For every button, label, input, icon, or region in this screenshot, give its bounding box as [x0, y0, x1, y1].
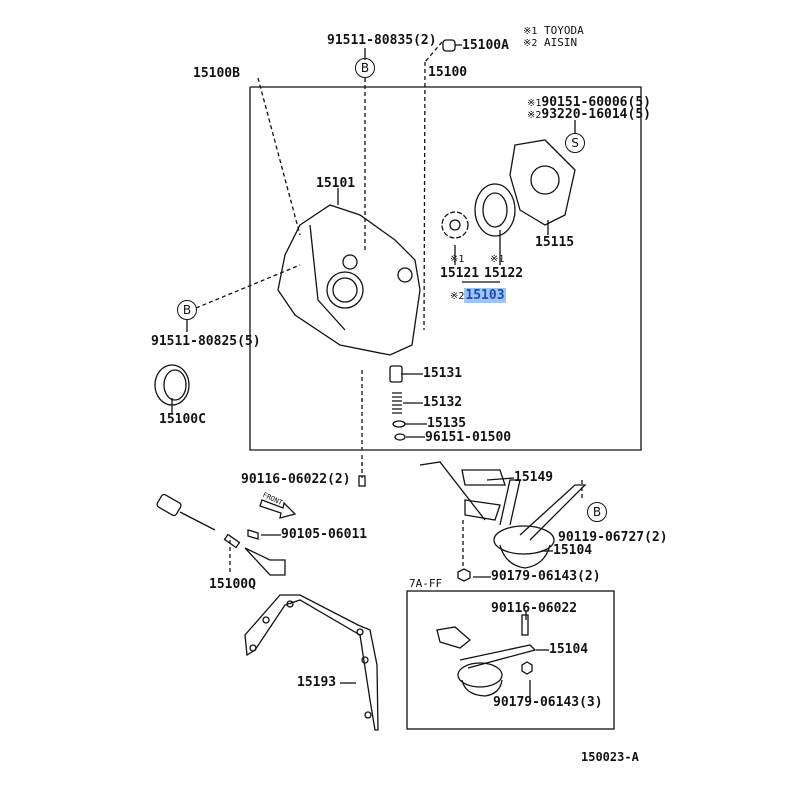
- part-15115[interactable]: 15115: [535, 235, 575, 250]
- part-15103[interactable]: ※215103: [450, 288, 506, 304]
- legend-aisin: ※2 AISIN: [523, 37, 577, 50]
- assembly-box: [249, 86, 642, 451]
- part-15121[interactable]: 15121: [440, 266, 480, 281]
- part-15100A[interactable]: 15100A: [462, 38, 509, 53]
- part-93220-16014[interactable]: ※293220-16014(5): [527, 108, 651, 123]
- mark-1: ※1: [523, 26, 538, 37]
- relief-spring: [392, 392, 402, 414]
- part-90119-06727[interactable]: 90119-06727(2): [558, 530, 668, 545]
- part-15100[interactable]: 15100: [428, 65, 468, 80]
- mark-1: ※1: [450, 254, 465, 265]
- callout-b: B: [355, 58, 375, 78]
- legend-toyoda: ※1 TOYODA: [523, 25, 584, 38]
- crank-position-sensor: [156, 493, 286, 576]
- part-15132[interactable]: 15132: [423, 395, 463, 410]
- variant-box: [406, 590, 615, 730]
- part-15149[interactable]: 15149: [514, 470, 554, 485]
- callout-s: S: [565, 133, 585, 153]
- part-91511-80835[interactable]: 91511-80835(2): [327, 33, 437, 48]
- part-15135[interactable]: 15135: [427, 416, 467, 431]
- part-15193[interactable]: 15193: [297, 675, 337, 690]
- part-90151-60006[interactable]: ※190151-60006(5): [527, 96, 651, 111]
- part-number: 93220-16014(5): [541, 107, 651, 122]
- diagram-id: 150023-A: [581, 750, 639, 764]
- mark-1: ※1: [527, 98, 542, 109]
- driven-rotor: [474, 183, 516, 237]
- part-96151-01500[interactable]: 96151-01500: [425, 430, 512, 445]
- part-90179-06143-2[interactable]: 90179-06143(2): [491, 569, 601, 584]
- part-90179-06143-3[interactable]: 90179-06143(3): [493, 695, 603, 710]
- oil-seal: [154, 364, 190, 406]
- relief-valve: [389, 365, 403, 383]
- callout-b: B: [587, 502, 607, 522]
- part-15100B[interactable]: 15100B: [193, 66, 240, 81]
- part-15104[interactable]: 15104: [549, 642, 589, 657]
- pump-cover: [509, 139, 576, 226]
- leader-lines: [195, 41, 583, 575]
- snap-ring: [394, 433, 406, 441]
- part-90116-06022[interactable]: 90116-06022: [491, 601, 578, 616]
- oil-strainer: [419, 461, 587, 569]
- nut-90179: [457, 568, 471, 582]
- part-number: 90151-60006(5): [541, 95, 651, 110]
- mark-2: ※2: [523, 38, 538, 49]
- mark-2: ※2: [450, 291, 465, 302]
- callout-lines: [171, 44, 576, 697]
- part-15100C[interactable]: 15100C: [159, 412, 206, 427]
- variant-label: 7A-FF: [409, 577, 443, 590]
- front-arrow-icon: [259, 499, 297, 519]
- oil-strainer-7a-ff: [436, 614, 537, 697]
- mark-2: ※2: [527, 110, 542, 121]
- maker-aisin: AISIN: [544, 36, 578, 49]
- drive-rotor: [441, 211, 469, 239]
- part-91511-80825[interactable]: 91511-80825(5): [151, 334, 261, 349]
- part-90116-06022-2[interactable]: 90116-06022(2): [241, 472, 351, 487]
- part-15101[interactable]: 15101: [316, 176, 356, 191]
- cap-15100A: [442, 39, 456, 52]
- bolt-90116: [358, 475, 366, 487]
- highlighted-part-number: 15103: [464, 288, 506, 303]
- callout-b: B: [177, 300, 197, 320]
- maker-toyoda: TOYODA: [544, 24, 584, 37]
- part-15104[interactable]: 15104: [553, 543, 593, 558]
- part-15122[interactable]: 15122: [484, 266, 524, 281]
- part-90105-06011[interactable]: 90105-06011: [281, 527, 368, 542]
- retainer: [392, 420, 406, 428]
- part-15100Q[interactable]: 15100Q: [209, 577, 256, 592]
- mark-1: ※1: [490, 254, 505, 265]
- part-15131[interactable]: 15131: [423, 366, 463, 381]
- oil-pump-body: [277, 204, 421, 356]
- rear-seal-gasket: [244, 594, 379, 731]
